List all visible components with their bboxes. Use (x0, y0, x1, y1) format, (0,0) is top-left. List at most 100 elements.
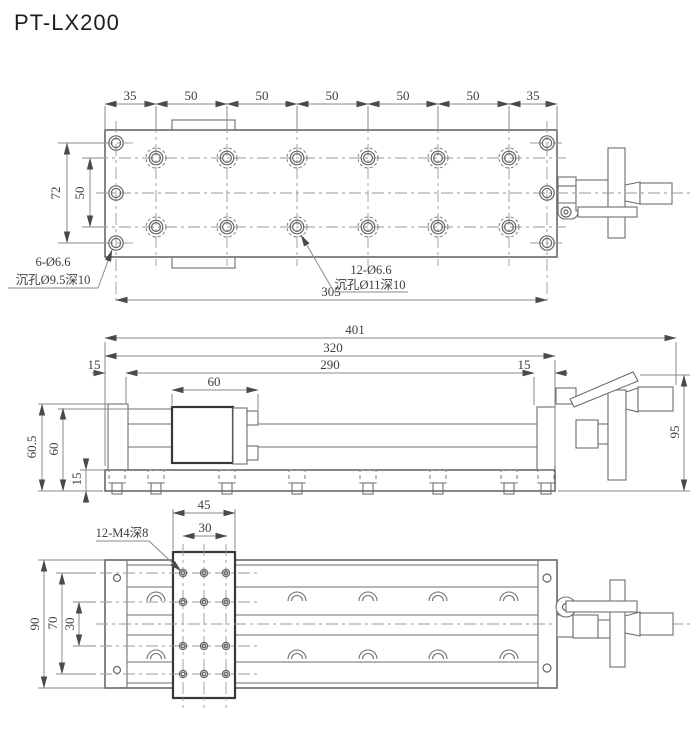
tapped-hole-inner (223, 570, 229, 576)
callout-leader (148, 540, 182, 572)
counterbore-arc-inner (502, 595, 516, 602)
knob (637, 386, 674, 412)
carriage-step (232, 407, 248, 465)
tapped-hole-inner (223, 643, 229, 649)
callout-leader (300, 234, 334, 291)
dim-text: 15 (518, 357, 531, 372)
tapped-hole-inner (223, 671, 229, 677)
callout-corner-holes-note: 沉孔Ø9.5深10 (16, 273, 91, 287)
tapped-hole-inner (180, 599, 186, 605)
pivot-hole (560, 206, 572, 218)
pivot-hole-inner (563, 209, 569, 215)
through-hole (148, 219, 164, 235)
counterbore-outline (498, 216, 520, 238)
counterbore-arc-inner (431, 653, 445, 660)
screw-tip (503, 482, 515, 495)
through-hole (360, 219, 376, 235)
drawing-primitive (146, 591, 519, 660)
top-view-table-tab-bottom (171, 256, 236, 269)
knob-cone (624, 611, 641, 637)
tapped-hole-inner (201, 671, 207, 677)
knob (639, 182, 673, 205)
dim-text: 401 (345, 322, 365, 337)
counterbore-arc-inner (361, 653, 375, 660)
bracket-block (557, 185, 577, 204)
through-hole-inner (433, 153, 444, 164)
dim-text: 70 (45, 617, 60, 630)
through-hole-inner (504, 222, 515, 233)
tapped-hole-inner (201, 599, 207, 605)
hidden-screw-bore (147, 469, 165, 484)
right-end-block (536, 406, 556, 471)
tapped-hole (199, 568, 209, 578)
counterbore-outline (498, 147, 520, 169)
through-hole (289, 219, 305, 235)
dim-text: 35 (527, 88, 540, 103)
counterbore-arc (146, 649, 166, 660)
through-hole-inner (292, 153, 303, 164)
shaft-block (575, 179, 609, 212)
dim-text: 290 (320, 357, 340, 372)
counterbore-outline (145, 147, 167, 169)
counterbore-arc (146, 591, 166, 602)
front-view: 401 320 290 15 15 60 60.5 60 15 95 (24, 322, 690, 503)
corner-hole-inner (541, 237, 553, 249)
screw-tip (221, 482, 233, 495)
hidden-screw-bore (359, 469, 377, 484)
corner-hole-inner (110, 187, 122, 199)
counterbore-outline (427, 216, 449, 238)
bracket (557, 176, 577, 187)
through-hole-inner (151, 222, 162, 233)
knob (639, 612, 674, 636)
counterbore-arc-inner (290, 595, 304, 602)
through-hole-inner (222, 153, 233, 164)
dim-text: 50 (326, 88, 339, 103)
tapped-hole (221, 669, 231, 679)
hidden-screw-bore (288, 469, 306, 484)
tapped-hole (221, 597, 231, 607)
counterbore-arc-inner (290, 653, 304, 660)
counterbore-arc (428, 591, 448, 602)
screw-tip (291, 482, 303, 495)
through-hole-inner (363, 222, 374, 233)
tapped-hole-inner (201, 570, 207, 576)
corner-hole (539, 185, 555, 201)
through-hole (219, 150, 235, 166)
counterbore-arc-inner (149, 595, 163, 602)
screw-tip (150, 482, 162, 495)
screw-tip (540, 482, 552, 495)
tapped-hole (178, 597, 188, 607)
dim-text: 50 (256, 88, 269, 103)
tapped-hole-inner (180, 570, 186, 576)
counterbore-arc-inner (361, 595, 375, 602)
hidden-screw-bore (500, 469, 518, 484)
shaft-step (597, 619, 611, 639)
counterbore-outline (357, 216, 379, 238)
dim-text: 305 (321, 284, 341, 299)
dim-text: 30 (62, 618, 77, 631)
crank-lever (577, 206, 638, 218)
left-end-block (107, 403, 129, 471)
counterbore-arc-inner (502, 653, 516, 660)
crank-lever (569, 371, 639, 408)
counterbore-arc (428, 649, 448, 660)
dim-text: 72 (48, 187, 63, 200)
tapped-hole-inner (223, 599, 229, 605)
counterbore-arc (358, 591, 378, 602)
tapped-hole (178, 641, 188, 651)
tapped-hole (199, 597, 209, 607)
dim-text: 50 (72, 187, 87, 200)
shaft-step (597, 423, 609, 445)
counterbore-outline (427, 147, 449, 169)
dim-text: 50 (397, 88, 410, 103)
tapped-hole-inner (180, 643, 186, 649)
counterbore-arc (287, 649, 307, 660)
through-hole-inner (363, 153, 374, 164)
hidden-screw-bore (537, 469, 555, 484)
dim-text: 320 (323, 340, 343, 355)
tapped-hole (199, 641, 209, 651)
dim-text: 60.5 (24, 436, 39, 459)
dim-text: 45 (198, 497, 211, 512)
tapped-hole-inner (180, 671, 186, 677)
